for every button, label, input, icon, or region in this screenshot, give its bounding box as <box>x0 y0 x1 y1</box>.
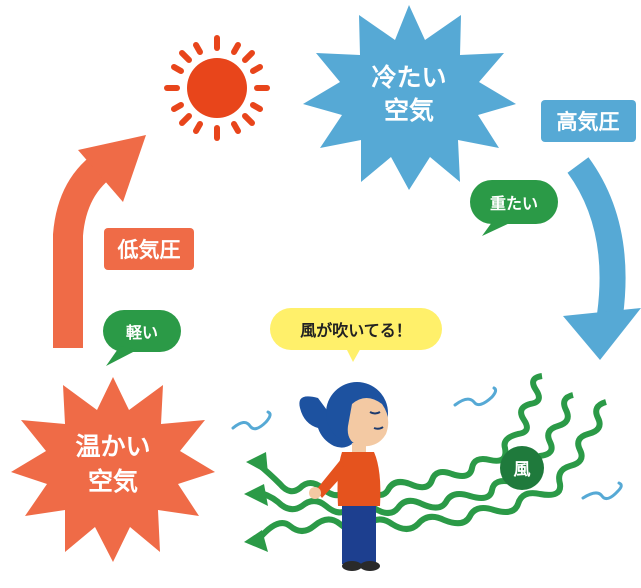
speech-bubble: 風が吹いてる！ <box>270 308 442 362</box>
warm-air-label-line2: 空気 <box>88 467 138 496</box>
low-pressure-label: 低気圧 <box>117 238 181 262</box>
person-figure <box>299 382 389 571</box>
low-pressure-box <box>104 228 194 270</box>
cold-air-label-line1: 冷たい <box>371 63 446 92</box>
wind-arrowheads <box>244 452 268 552</box>
warm-air-label-line1: 温かい <box>75 432 150 461</box>
descending-arrow <box>563 157 641 360</box>
breeze-swirls <box>231 386 623 501</box>
warm-air-burst <box>11 377 215 562</box>
sun-icon <box>164 35 270 141</box>
cold-air-label-line2: 空気 <box>384 96 434 125</box>
rising-arrow <box>53 135 146 348</box>
light-label: 軽い <box>126 323 158 342</box>
heavy-bubble: 重たい <box>470 180 558 236</box>
high-pressure-label: 高気圧 <box>557 110 620 134</box>
wind-bubble: 風 <box>500 446 544 490</box>
light-bubble: 軽い <box>103 310 181 366</box>
heavy-label: 重たい <box>490 194 538 213</box>
wind-label: 風 <box>514 460 531 480</box>
cold-air-burst <box>303 5 516 190</box>
speech-text: 風が吹いてる！ <box>300 321 412 340</box>
high-pressure-box <box>541 100 636 142</box>
